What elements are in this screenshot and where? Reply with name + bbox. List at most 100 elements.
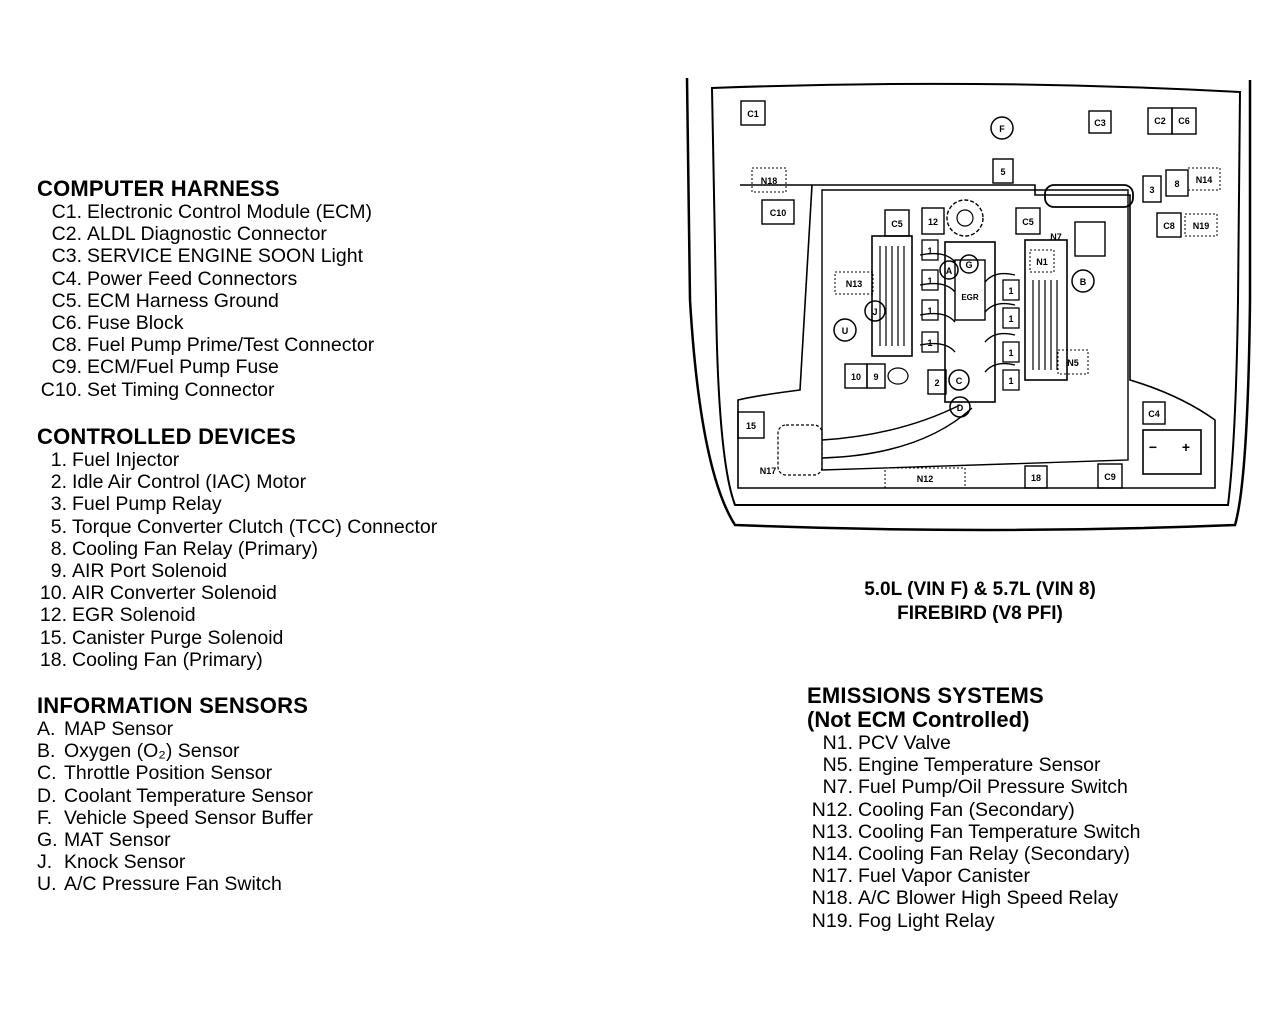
item-label: Power Feed Connectors [87, 267, 298, 290]
item-code: C2. [51, 223, 82, 246]
list-item: A.MAP Sensor [37, 718, 313, 740]
list-item: C2.ALDL Diagnostic Connector [37, 223, 374, 245]
list-item: C9.ECM/Fuel Pump Fuse [37, 356, 374, 378]
legend-list: A.MAP Sensor B.Oxygen (O₂) Sensor C.Thro… [37, 718, 313, 896]
legend-list: 1.Fuel Injector 2.Idle Air Control (IAC)… [37, 449, 437, 671]
item-code: G. [37, 829, 58, 852]
solenoid-9 [866, 363, 886, 389]
item-label: Cooling Fan Relay (Secondary) [858, 843, 1131, 866]
label-n18: N18 [761, 176, 778, 186]
list-item: N7.Fuel Pump/Oil Pressure Switch [807, 776, 1141, 798]
item-code: U. [37, 873, 57, 896]
label-n17: N17 [760, 466, 777, 476]
connector-c1 [740, 100, 766, 126]
fan-18 [1024, 465, 1048, 489]
label-18: 18 [1031, 473, 1041, 483]
label-b: B [1080, 277, 1087, 287]
label-c1: C1 [747, 109, 759, 119]
information-sensors-section: INFORMATION SENSORS A.MAP Sensor B.Oxyge… [37, 694, 313, 896]
sensor-f [990, 116, 1014, 140]
fuel-vapor-canister [777, 424, 823, 476]
section-title: COMPUTER HARNESS [37, 176, 280, 201]
label-c4: C4 [1148, 409, 1160, 419]
sensor-u [833, 318, 857, 342]
list-item: C5.ECM Harness Ground [37, 290, 374, 312]
list-item: 3.Fuel Pump Relay [37, 493, 437, 515]
label-injector: 1 [1008, 314, 1013, 324]
label-3: 3 [1149, 185, 1154, 195]
label-c5-left: C5 [891, 219, 903, 229]
item-code: B. [37, 740, 56, 763]
label-9: 9 [873, 372, 878, 382]
item-code: 10. [39, 582, 67, 605]
item-label: PCV Valve [858, 732, 951, 754]
sensor-a [939, 260, 959, 280]
solenoid-port [887, 367, 909, 385]
label-injector: 1 [927, 338, 932, 348]
runners-left [919, 252, 956, 353]
item-code: 8. [50, 537, 67, 560]
list-item: C6.Fuse Block [37, 312, 374, 334]
sensor-n1 [1029, 249, 1055, 273]
intake-left-ribs [879, 246, 905, 346]
label-n7: N7 [1050, 232, 1062, 242]
relay-n14 [1187, 167, 1221, 191]
item-code: 18. [39, 648, 67, 671]
section-title: EMISSIONS SYSTEMS [807, 683, 1044, 708]
injectors-right [1002, 279, 1020, 391]
sensor-d [949, 396, 971, 418]
item-label: Idle Air Control (IAC) Motor [72, 471, 307, 494]
label-injector: 1 [927, 276, 932, 286]
connector-c5-left [884, 209, 910, 237]
item-label: ALDL Diagnostic Connector [87, 223, 327, 246]
list-item: N17.Fuel Vapor Canister [807, 865, 1141, 887]
sensor-j [864, 300, 886, 322]
label-c8: C8 [1163, 221, 1175, 231]
label-plus: + [1182, 439, 1190, 455]
device-5 [992, 158, 1014, 184]
connector-c8 [1156, 212, 1182, 238]
list-item: 18.Cooling Fan (Primary) [37, 649, 437, 671]
label-injector: 1 [927, 306, 932, 316]
item-label: Fuel Pump Prime/Test Connector [87, 334, 375, 357]
list-item: N18.A/C Blower High Speed Relay [807, 887, 1141, 909]
engine-block-outline [821, 189, 1129, 471]
label-8: 8 [1174, 179, 1179, 189]
air-cleaner [1044, 184, 1134, 208]
item-label: Oxygen (O₂) Sensor [64, 740, 240, 763]
item-label: AIR Converter Solenoid [72, 582, 277, 605]
list-item: C3.SERVICE ENGINE SOON Light [37, 245, 374, 267]
plenum [944, 241, 996, 403]
item-code: N17. [811, 865, 853, 888]
list-item: N1.PCV Valve [807, 732, 1141, 754]
item-label: Fog Light Relay [858, 909, 995, 932]
iac-2 [927, 369, 947, 395]
list-item: 10.AIR Converter Solenoid [37, 582, 437, 604]
sensor-b [1071, 269, 1095, 293]
label-c5-right: C5 [1022, 217, 1034, 227]
item-code: C10. [40, 378, 82, 401]
list-item: N19.Fog Light Relay [807, 910, 1141, 932]
emissions-systems-section: EMISSIONS SYSTEMS (Not ECM Controlled) N… [807, 684, 1141, 932]
item-code: 2. [50, 471, 67, 494]
label-c3: C3 [1094, 118, 1106, 128]
item-code: N7. [822, 776, 853, 799]
label-j: J [872, 307, 877, 317]
item-code: C6. [51, 312, 82, 335]
list-item: C10.Set Timing Connector [37, 379, 374, 401]
item-code: 3. [50, 493, 67, 516]
section-title: CONTROLLED DEVICES [37, 424, 297, 449]
caption-line-2: FIREBIRD (V8 PFI) [897, 603, 1063, 624]
item-code: 1. [50, 449, 67, 471]
item-code: C1. [51, 201, 82, 223]
item-code: 9. [50, 560, 67, 583]
list-item: B. Oxygen (O₂) Sensor [37, 740, 313, 762]
label-5: 5 [1000, 167, 1005, 177]
label-minus: − [1149, 439, 1157, 455]
legend-list: C1.Electronic Control Module (ECM) C2.AL… [37, 201, 374, 401]
item-label: Vehicle Speed Sensor Buffer [64, 806, 313, 829]
item-label: Engine Temperature Sensor [858, 754, 1101, 777]
list-item: 9.AIR Port Solenoid [37, 560, 437, 582]
item-code: C3. [51, 245, 82, 268]
fender-outline [710, 82, 1242, 506]
